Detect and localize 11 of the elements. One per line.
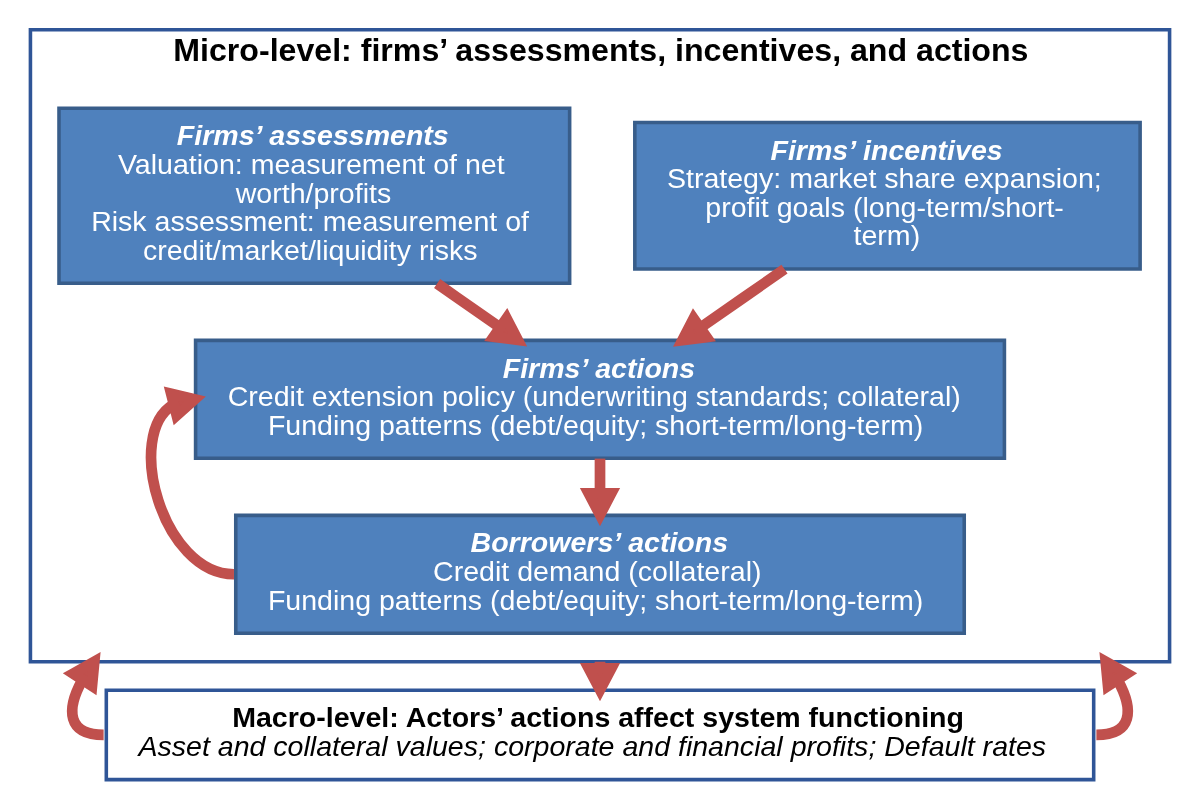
node-box: Macro-level: Actors’ actions affect system functioning Asset and collateral values; corporate and financial profits; Default rates [104,688,1096,782]
node-box: Firms’ actions Credit extension policy (underwriting standards; collateral) Funding patterns (debt/equity; short-term/long-term) [193,338,1007,460]
arrow [434,279,528,347]
node-box: Borrowers’ actions Credit demand (collateral) Funding patterns (debt/equity; short-term/long-term) [233,513,967,635]
node-box: Firms’ assessments Valuation: measurement of net worth/profits Risk assessment: measurement of credit/market/liquidity risks [57,106,572,285]
arrow [1096,652,1138,741]
node-box: Firms’ incentives Strategy: market share expansion; profit goals (long-term/short-term) [633,120,1142,271]
arrow [673,264,788,347]
arrow [145,386,235,580]
arrow [62,652,104,741]
arrow [579,458,621,527]
